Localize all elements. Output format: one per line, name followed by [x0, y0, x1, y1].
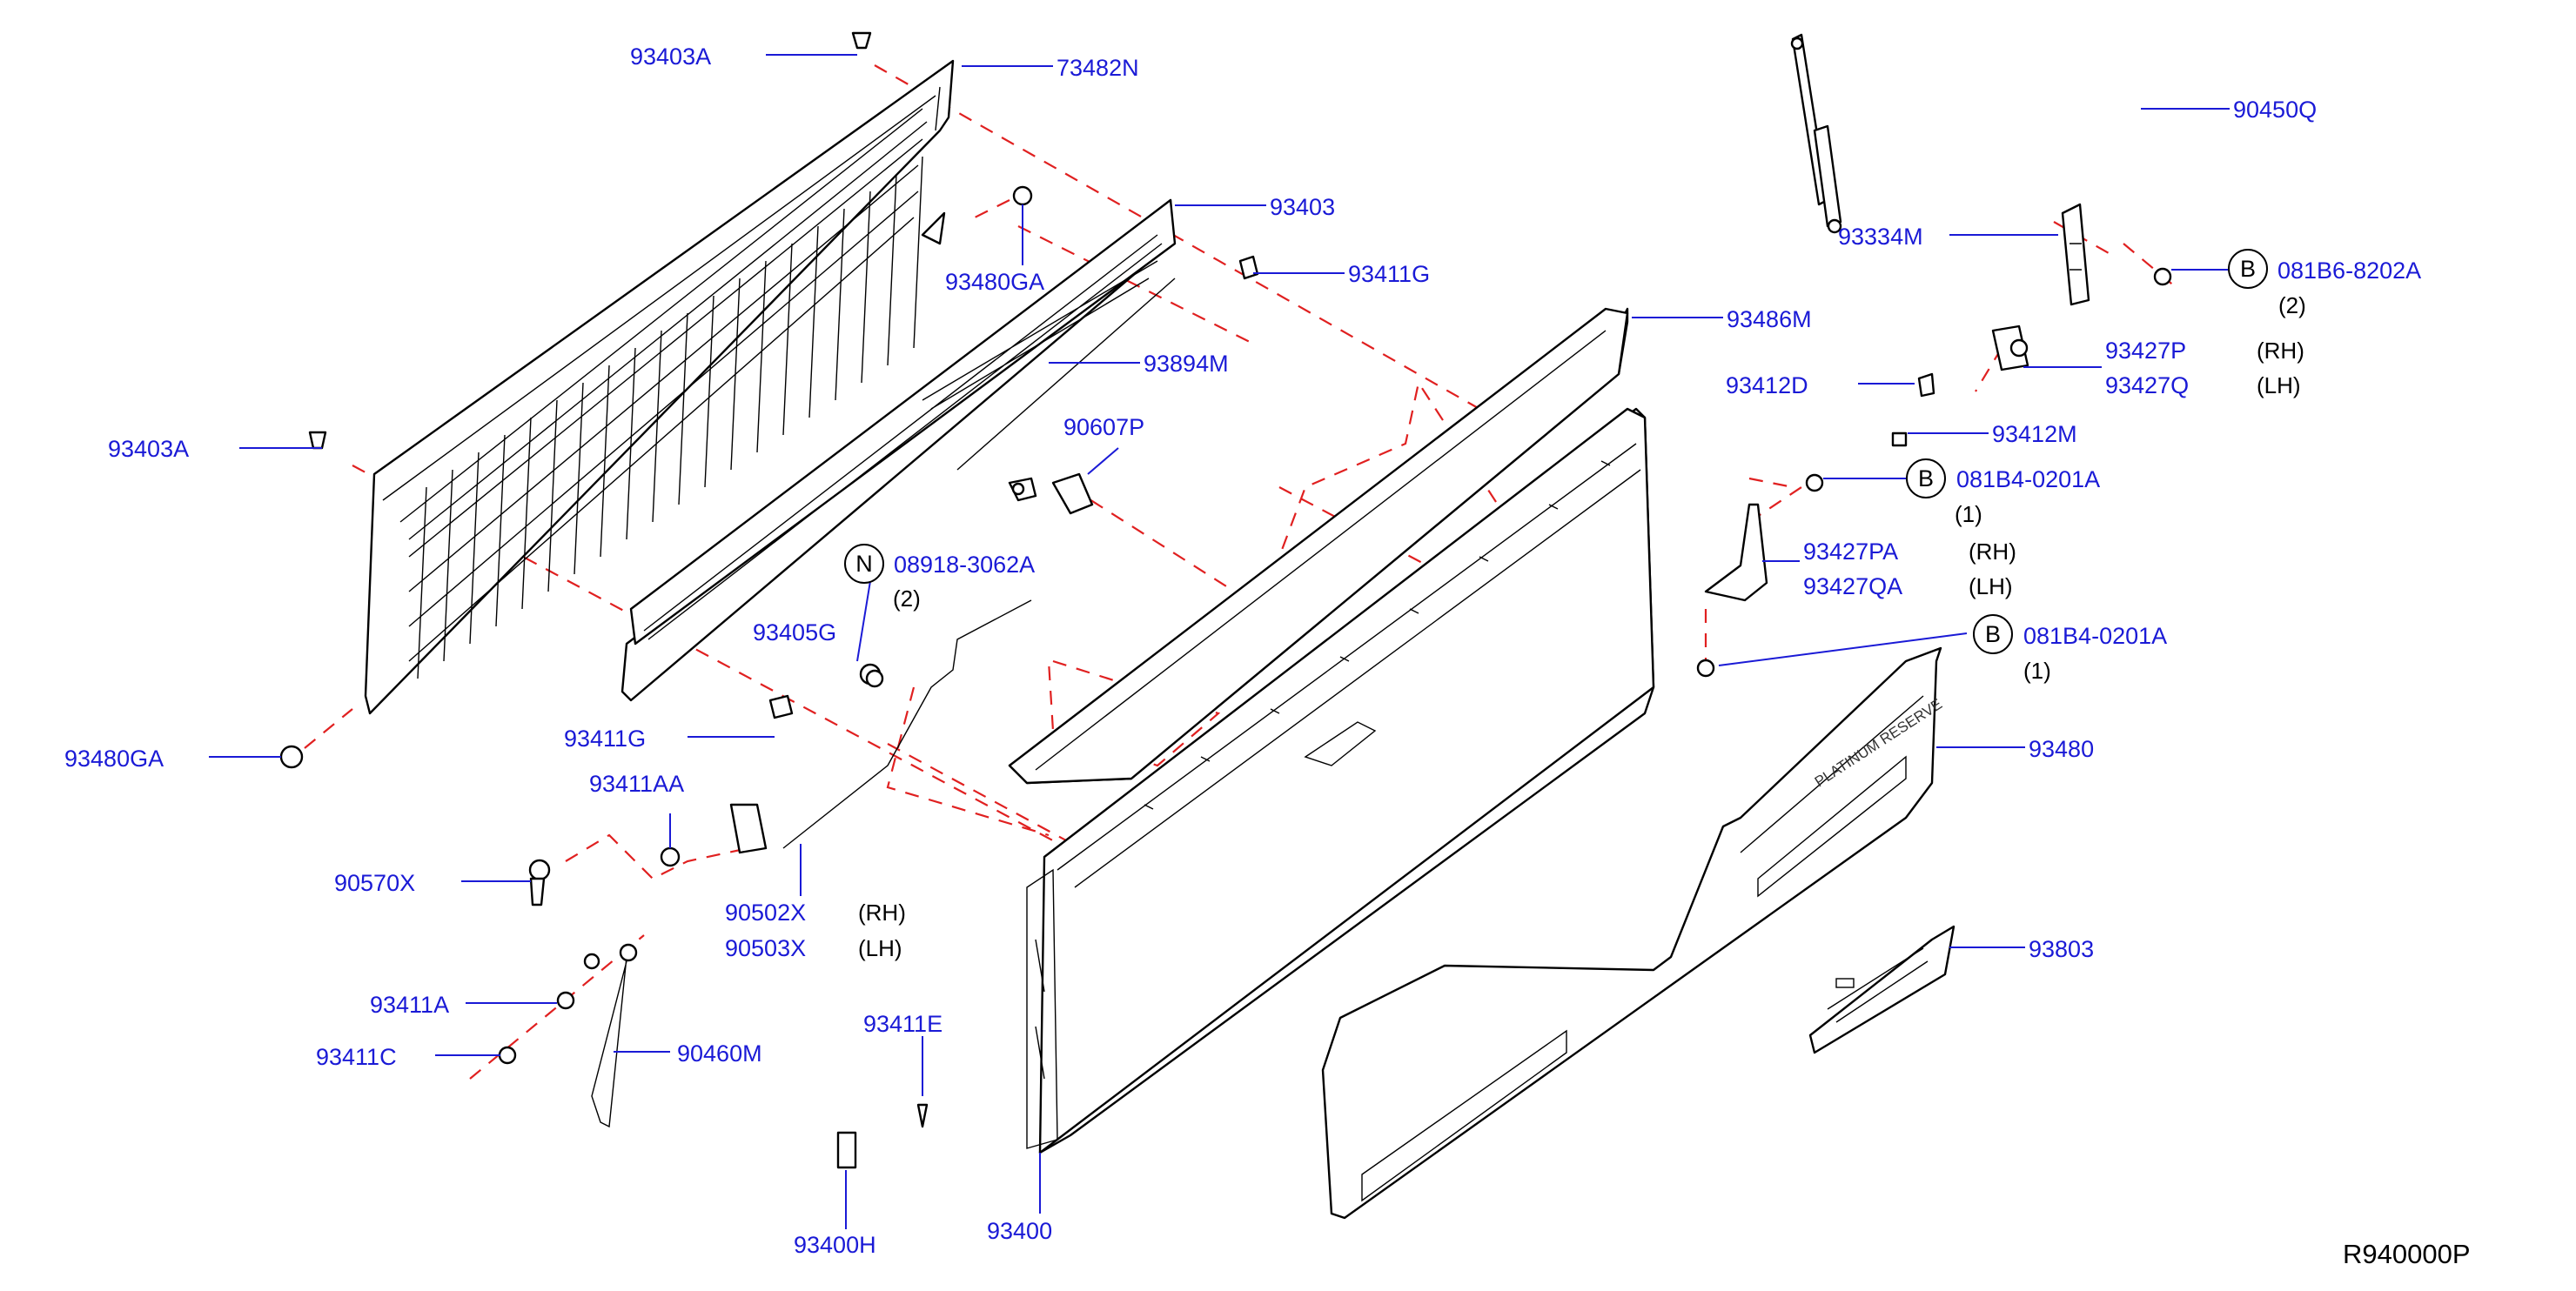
part-label-c20: 90460M: [677, 1040, 762, 1067]
circle-c26: [2228, 249, 2268, 289]
part-note-c28: (LH): [2257, 372, 2301, 398]
leader-lines: [209, 54, 2230, 1229]
part-label-c30: 93412M: [1992, 421, 2077, 447]
tailgate-handle: [1808, 925, 1955, 1054]
small-fasteners: [279, 31, 2172, 1169]
part-label-c25: 93334M: [1838, 224, 1923, 250]
part-note-c34: (1): [2023, 658, 2051, 684]
part-note-c33: (LH): [1969, 573, 2013, 599]
part-label-c15: 90570X: [334, 870, 415, 896]
callout-circles: N B B B: [844, 249, 2268, 654]
part-note-c10: (2): [893, 585, 921, 612]
part-label-c16: 90502X: [725, 900, 806, 926]
part-label-c2: 73482N: [1057, 55, 1139, 81]
part-label-c35: 93480: [2029, 736, 2094, 762]
tailgate-inner-trim-strip: [621, 198, 1177, 702]
part-note-c27: (RH): [2257, 338, 2304, 364]
part-label-c33: 93427QA: [1803, 573, 1902, 599]
part-label-c29: 93412D: [1726, 372, 1808, 398]
part-label-c6: 93486M: [1727, 306, 1812, 332]
circle-c10: [844, 544, 884, 584]
part-note-c17: (LH): [858, 935, 902, 961]
part-label-c10: 08918-3062A: [894, 552, 1035, 578]
part-label-c14: 93411AA: [589, 771, 684, 797]
part-label-c18: 93411A: [370, 992, 449, 1018]
part-note-c32: (RH): [1969, 538, 2016, 565]
tailgate-support-strut: [1790, 33, 1842, 234]
circle-c34: [1973, 614, 2013, 654]
part-label-c19: 93411C: [316, 1044, 397, 1070]
diagram-reference-code: R940000P: [2343, 1239, 2471, 1269]
lock-rods-and-cables: [583, 472, 1094, 1128]
tailgate-inner-panel: [364, 59, 955, 715]
part-label-c8: 93403A: [108, 436, 189, 462]
part-label-c23: 93400: [987, 1218, 1052, 1244]
circle-label-c10: N: [855, 551, 873, 577]
part-label-c32: 93427PA: [1803, 538, 1898, 565]
part-label-c1: 93403A: [630, 43, 711, 70]
part-label-c4: 93403: [1270, 194, 1335, 220]
part-label-c34: 081B4-0201A: [2023, 623, 2167, 649]
part-label-c36: 93803: [2029, 936, 2094, 962]
part-label-c31: 081B4-0201A: [1956, 466, 2100, 492]
part-note-c26: (2): [2278, 292, 2306, 318]
circle-label-c34: B: [1985, 621, 2001, 647]
part-note-c31: (1): [1955, 501, 1982, 527]
part-label-c24: 90450Q: [2233, 97, 2317, 123]
part-label-c26: 081B6-8202A: [2277, 258, 2421, 284]
tailgate-top-cap: [1008, 307, 1629, 785]
tailgate-outer-shell: [1026, 407, 1655, 1154]
part-label-c13: 93480GA: [64, 746, 164, 772]
part-label-c27: 93427P: [2105, 338, 2186, 364]
circle-label-c31: B: [1918, 465, 1934, 492]
part-label-c9: 90607P: [1063, 414, 1144, 440]
part-label-c22: 93400H: [794, 1232, 876, 1258]
part-label-c12: 93411G: [564, 726, 646, 752]
part-label-c21: 93411E: [863, 1011, 943, 1037]
circle-label-c26: B: [2240, 256, 2256, 282]
part-label-c3: 93480GA: [945, 269, 1044, 295]
hinge-brackets: [1704, 203, 2090, 602]
circle-c31: [1906, 458, 1946, 498]
part-note-c16: (RH): [858, 900, 906, 926]
part-label-c28: 93427Q: [2105, 372, 2189, 398]
part-label-c11: 93405G: [753, 619, 836, 646]
part-label-c17: 90503X: [725, 935, 806, 961]
part-label-c7: 93894M: [1144, 351, 1229, 377]
part-label-c5: 93411G: [1348, 261, 1430, 287]
part-labels: 93403A 73482N 93480GA 93403 93411G 93486…: [64, 43, 2421, 1258]
